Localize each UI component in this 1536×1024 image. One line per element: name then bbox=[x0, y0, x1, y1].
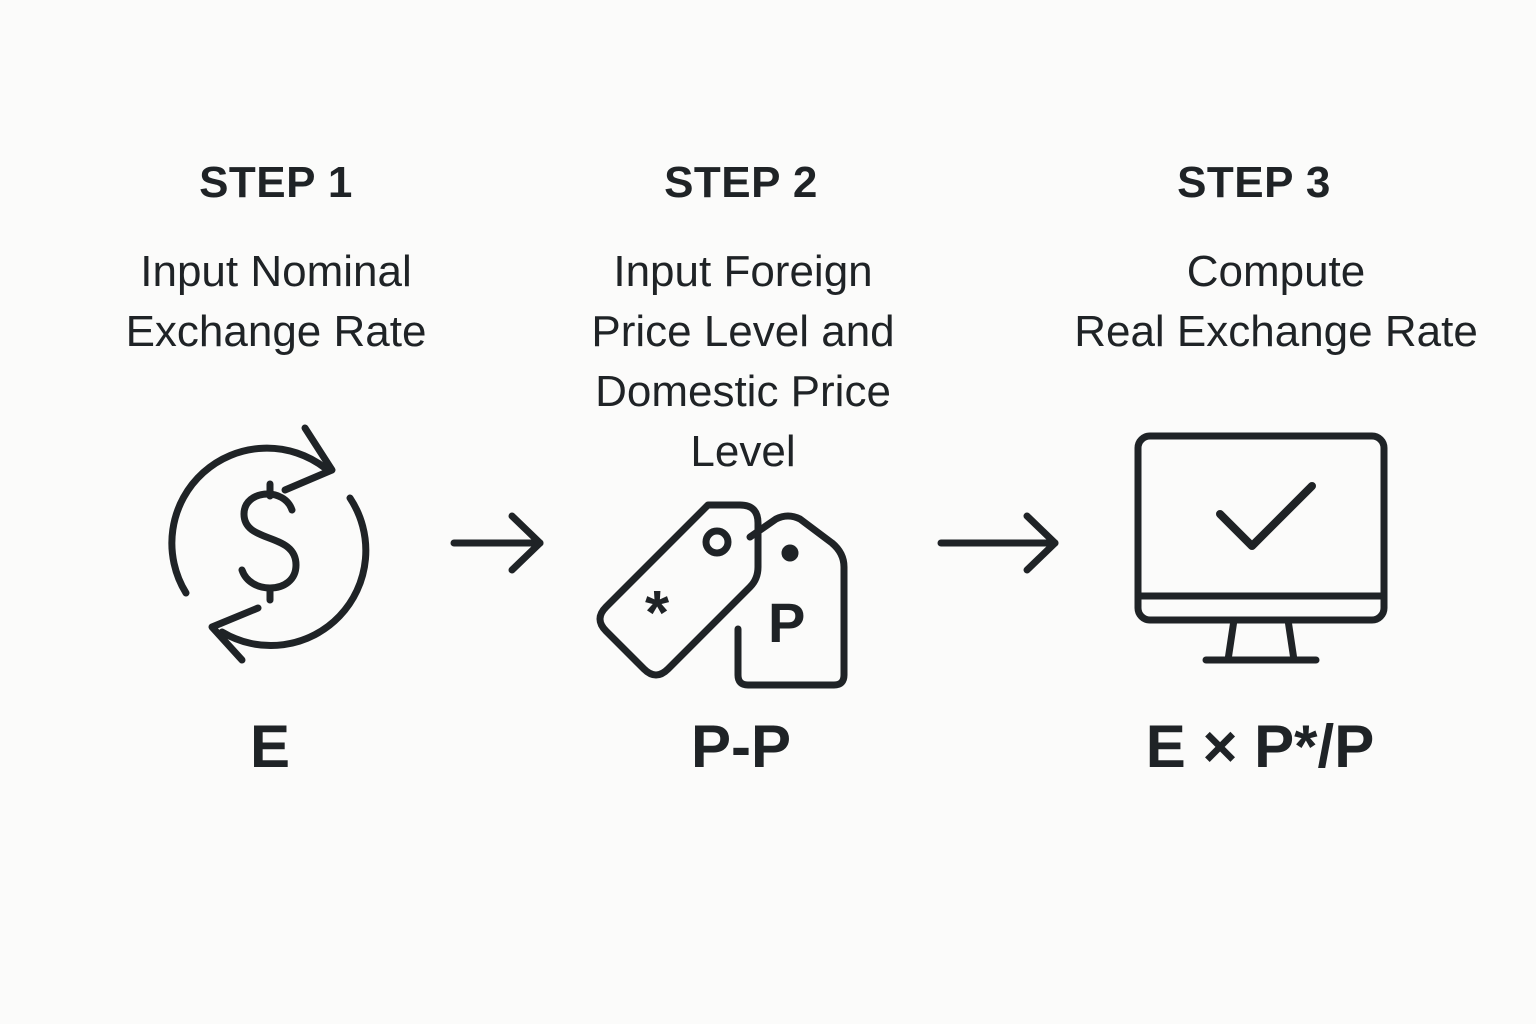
step-2-formula: P-P bbox=[690, 713, 792, 780]
step-1-formula: E bbox=[249, 713, 291, 780]
step-1-label: STEP 1 bbox=[199, 158, 353, 207]
price-tags-icon: * P bbox=[590, 495, 860, 695]
step-2-description-line: Domestic Price bbox=[595, 367, 891, 416]
computer-monitor-check-icon bbox=[1130, 428, 1394, 672]
step-3-description-line: Real Exchange Rate bbox=[1074, 307, 1478, 356]
arrow-right-icon bbox=[935, 510, 1067, 583]
foreign-tag-symbol: * bbox=[645, 579, 670, 648]
step-3-label: STEP 3 bbox=[1177, 158, 1331, 207]
step-2-description-line: Level bbox=[690, 427, 796, 476]
step-2-description-line: Price Level and bbox=[591, 307, 895, 356]
step-1-description-line: Exchange Rate bbox=[125, 307, 427, 356]
step-3-formula: E × P*/P bbox=[1145, 713, 1375, 780]
step-2-description-line: Input Foreign bbox=[613, 247, 873, 296]
currency-exchange-icon bbox=[160, 420, 380, 670]
arrow-right-icon bbox=[448, 510, 552, 583]
step-3-description-line: Compute bbox=[1186, 247, 1366, 296]
step-2-description: Input Foreign Price Level and Domestic P… bbox=[523, 242, 963, 482]
step-3-description: Compute Real Exchange Rate bbox=[1036, 242, 1516, 362]
step-1-description: Input Nominal Exchange Rate bbox=[76, 242, 476, 362]
step-2-label: STEP 2 bbox=[664, 158, 818, 207]
step-1-description-line: Input Nominal bbox=[140, 247, 412, 296]
domestic-tag-symbol: P bbox=[768, 591, 806, 654]
